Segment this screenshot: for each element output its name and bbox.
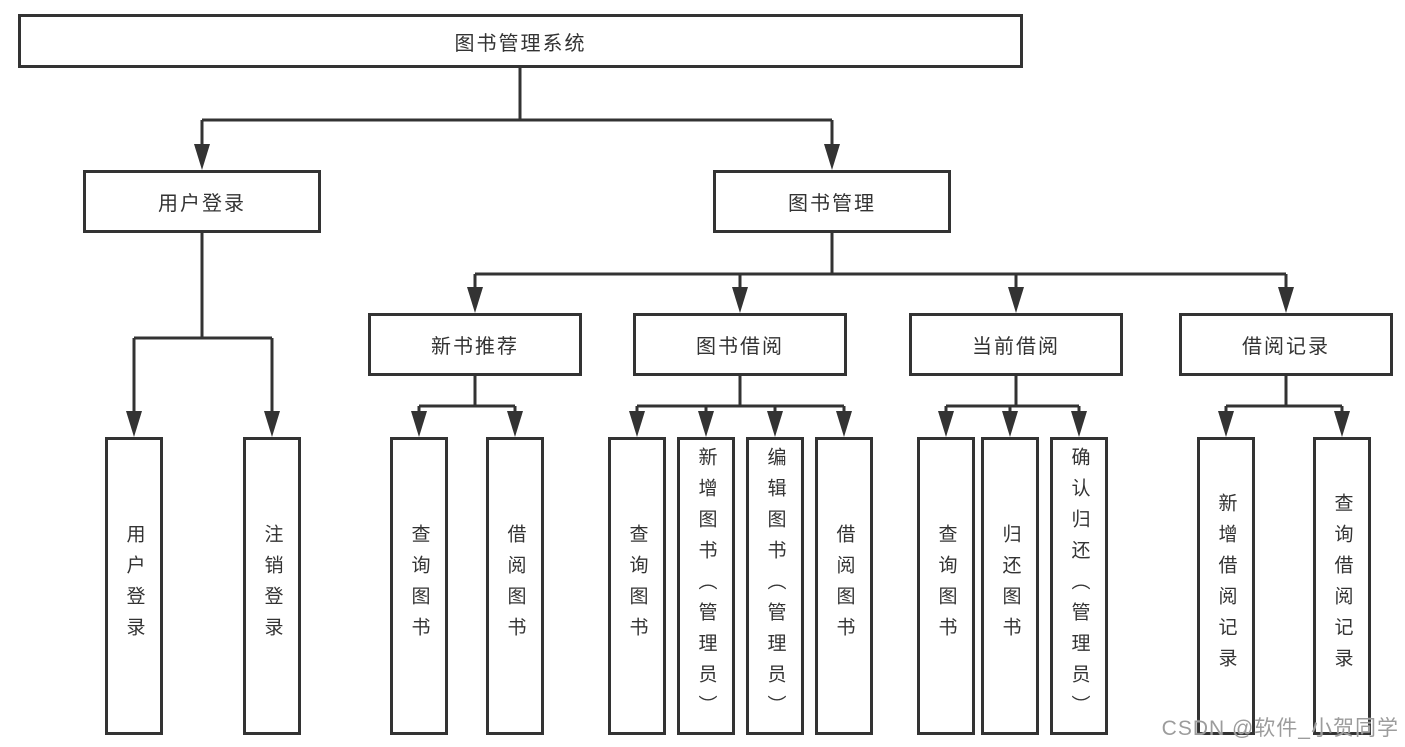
- node-label: 当前借阅: [972, 336, 1060, 358]
- node-label: 归还图书: [999, 524, 1021, 648]
- node-leaf-borrow-books-2: 借阅图书: [815, 437, 873, 735]
- arrowhead: [824, 144, 840, 170]
- node-label: 新书推荐: [431, 336, 519, 358]
- node-leaf-query-books-1: 查询图书: [390, 437, 448, 735]
- connector-root-to-level2: [200, 68, 834, 148]
- arrowhead: [836, 411, 852, 437]
- connector-borrow-records-group: [1224, 376, 1344, 415]
- node-leaf-logout: 注销登录: [243, 437, 301, 735]
- arrowhead: [411, 411, 427, 437]
- node-label: 确认归还（管理员）: [1068, 446, 1090, 726]
- node-label: 用户登录: [123, 524, 145, 648]
- node-leaf-query-books-2: 查询图书: [608, 437, 666, 735]
- arrowhead: [1334, 411, 1350, 437]
- connector-current-borrow-group: [944, 376, 1081, 415]
- node-leaf-edit-book-admin: 编辑图书（管理员）: [746, 437, 804, 735]
- node-leaf-return-book: 归还图书: [981, 437, 1039, 735]
- node-label: 新增图书（管理员）: [695, 446, 717, 726]
- node-leaf-query-books-3: 查询图书: [917, 437, 975, 735]
- node-label: 查询图书: [935, 524, 957, 648]
- node-library-system: 图书管理系统: [18, 14, 1023, 68]
- arrowhead: [1278, 287, 1294, 313]
- node-leaf-confirm-return-admin: 确认归还（管理员）: [1050, 437, 1108, 735]
- connector-book-mgmt-to-level3: [473, 233, 1288, 290]
- node-leaf-borrow-books-1: 借阅图书: [486, 437, 544, 735]
- node-label: 新增借阅记录: [1215, 493, 1237, 679]
- connector-new-book-group: [417, 376, 517, 415]
- node-label: 查询图书: [626, 524, 648, 648]
- node-label: 图书管理系统: [454, 32, 587, 55]
- node-leaf-query-borrow-record: 查询借阅记录: [1313, 437, 1371, 735]
- csdn-watermark: CSDN @软件_小贺同学: [1161, 717, 1399, 740]
- node-borrow-records: 借阅记录: [1179, 313, 1393, 376]
- node-label: 图书管理: [788, 193, 876, 215]
- arrowhead: [1002, 411, 1018, 437]
- arrowhead: [1071, 411, 1087, 437]
- node-user-login: 用户登录: [83, 170, 321, 233]
- arrowhead: [629, 411, 645, 437]
- arrowhead: [1218, 411, 1234, 437]
- node-label: 查询图书: [408, 524, 430, 648]
- node-label: 借阅图书: [833, 524, 855, 648]
- arrowhead: [507, 411, 523, 437]
- connector-user-login-group: [132, 233, 274, 415]
- arrowhead: [264, 411, 280, 437]
- node-new-book-recommend: 新书推荐: [368, 313, 582, 376]
- node-leaf-add-book-admin: 新增图书（管理员）: [677, 437, 735, 735]
- node-label: 借阅记录: [1242, 336, 1330, 358]
- node-label: 用户登录: [158, 193, 246, 215]
- arrowhead: [1008, 287, 1024, 313]
- node-current-borrow: 当前借阅: [909, 313, 1123, 376]
- node-label: 图书借阅: [696, 336, 784, 358]
- node-label: 借阅图书: [504, 524, 526, 648]
- node-label: 编辑图书（管理员）: [764, 446, 786, 726]
- arrowhead: [767, 411, 783, 437]
- node-leaf-add-borrow-record: 新增借阅记录: [1197, 437, 1255, 735]
- arrowhead: [126, 411, 142, 437]
- node-book-management: 图书管理: [713, 170, 951, 233]
- node-label: 查询借阅记录: [1331, 493, 1353, 679]
- arrowhead: [938, 411, 954, 437]
- arrowhead: [467, 287, 483, 313]
- arrowhead: [194, 144, 210, 170]
- arrowhead: [732, 287, 748, 313]
- arrowhead: [698, 411, 714, 437]
- node-book-borrow: 图书借阅: [633, 313, 847, 376]
- connector-book-borrow-group: [635, 376, 846, 415]
- node-label: 注销登录: [261, 524, 283, 648]
- node-leaf-user-login: 用户登录: [105, 437, 163, 735]
